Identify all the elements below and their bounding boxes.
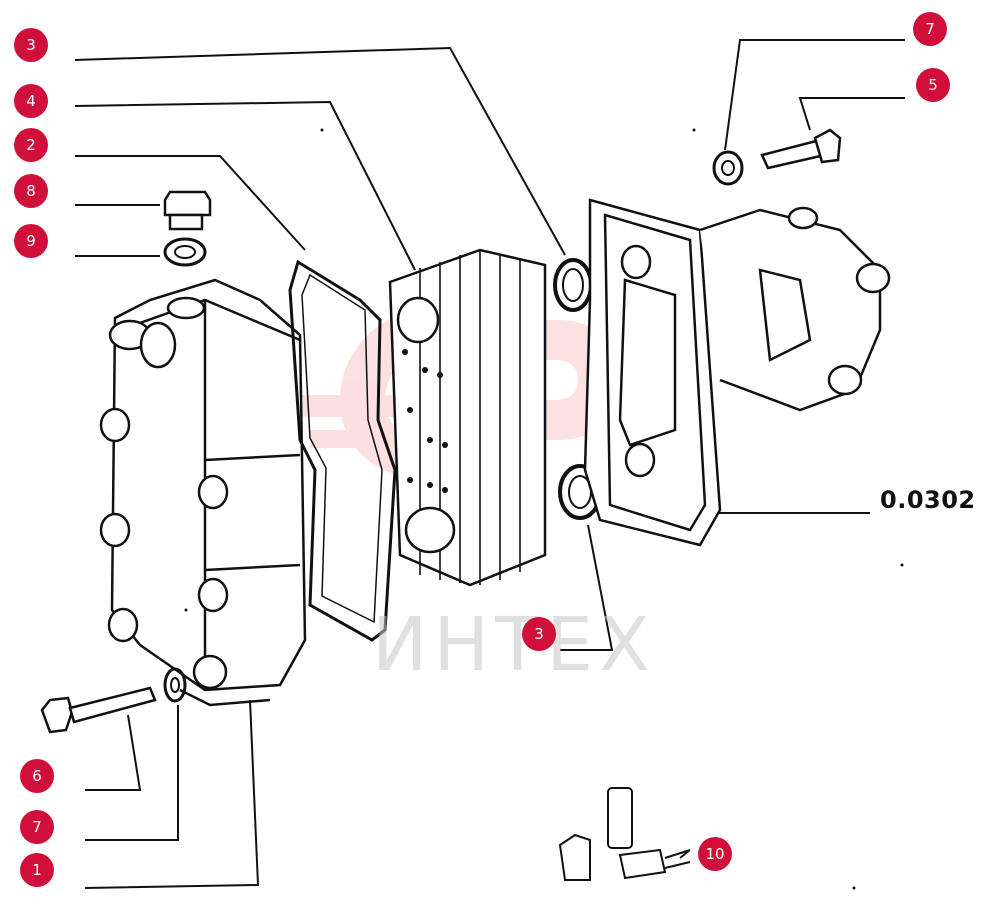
callout-5[interactable]: 5 <box>916 68 950 102</box>
gasket <box>288 259 397 642</box>
drain-plug <box>163 190 212 231</box>
seal-ring-top <box>553 258 593 312</box>
diagram-code: 0.0302 <box>880 486 976 514</box>
callout-6[interactable]: 6 <box>20 759 54 793</box>
callout-1[interactable]: 1 <box>20 853 54 887</box>
callout-4[interactable]: 4 <box>14 84 48 118</box>
callout-8[interactable]: 8 <box>14 174 48 208</box>
washer-left <box>163 667 187 703</box>
washer-right <box>712 150 744 186</box>
callout-7-left[interactable]: 7 <box>20 810 54 844</box>
callout-9[interactable]: 9 <box>14 224 48 258</box>
cover-housing <box>99 278 307 707</box>
callout-7-right[interactable]: 7 <box>913 12 947 46</box>
callout-2[interactable]: 2 <box>14 128 48 162</box>
cooler-core <box>388 248 547 587</box>
watermark-text: ИНТЕХ <box>372 602 656 688</box>
bolt-right <box>760 128 842 170</box>
repair-kit <box>558 787 691 881</box>
scatter-dots <box>184 128 904 890</box>
mounting-bracket <box>583 198 891 547</box>
callout-3-top[interactable]: 3 <box>14 28 48 62</box>
callout-3-bottom[interactable]: 3 <box>522 617 556 651</box>
callout-10[interactable]: 10 <box>698 837 732 871</box>
leader-lines <box>74 39 905 889</box>
bolt-left <box>40 686 157 734</box>
plug-washer <box>163 237 207 267</box>
